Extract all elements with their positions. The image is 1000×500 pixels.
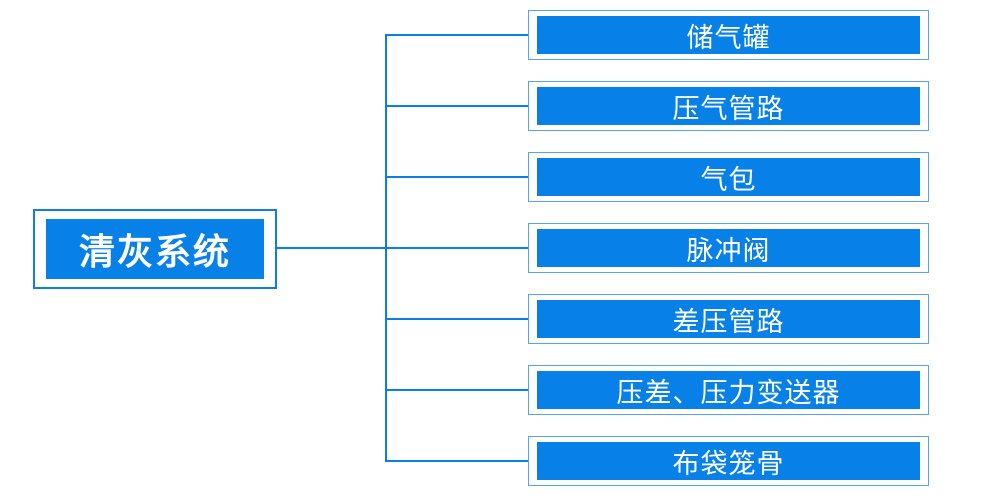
node-fill: 气包 bbox=[537, 158, 920, 196]
node-label: 脉冲阀 bbox=[686, 235, 771, 266]
node-label: 压气管路 bbox=[672, 93, 785, 124]
root-node-label: 清灰系统 bbox=[78, 231, 231, 272]
node-fill: 压差、压力变送器 bbox=[537, 371, 920, 409]
tree-node-bag-cage[interactable]: 布袋笼骨 bbox=[528, 436, 929, 486]
connector-branch bbox=[385, 389, 537, 391]
node-fill: 脉冲阀 bbox=[537, 229, 920, 267]
node-label: 气包 bbox=[700, 164, 757, 195]
node-label: 储气罐 bbox=[686, 22, 771, 53]
tree-node-air-bag[interactable]: 气包 bbox=[528, 152, 929, 202]
node-label: 差压管路 bbox=[672, 306, 785, 337]
tree-node-compressed-air-pipeline[interactable]: 压气管路 bbox=[528, 81, 929, 131]
connector-branch-root bbox=[262, 247, 537, 249]
root-node-fill: 清灰系统 bbox=[46, 219, 264, 279]
connector-branch bbox=[385, 460, 537, 462]
node-fill: 布袋笼骨 bbox=[537, 442, 920, 480]
node-fill: 储气罐 bbox=[537, 16, 920, 54]
connector-branch bbox=[385, 318, 537, 320]
root-node[interactable]: 清灰系统 bbox=[33, 209, 277, 289]
tree-node-pulse-valve[interactable]: 脉冲阀 bbox=[528, 223, 929, 273]
connector-branch bbox=[385, 176, 537, 178]
connector-branch bbox=[385, 105, 537, 107]
node-fill: 差压管路 bbox=[537, 300, 920, 338]
node-label: 压差、压力变送器 bbox=[616, 377, 841, 408]
connector-branch bbox=[385, 34, 537, 36]
tree-node-air-storage-tank[interactable]: 储气罐 bbox=[528, 10, 929, 60]
tree-node-diff-pressure-pipeline[interactable]: 差压管路 bbox=[528, 294, 929, 344]
node-fill: 压气管路 bbox=[537, 87, 920, 125]
tree-node-pressure-transmitter[interactable]: 压差、压力变送器 bbox=[528, 365, 929, 415]
node-label: 布袋笼骨 bbox=[672, 448, 785, 479]
